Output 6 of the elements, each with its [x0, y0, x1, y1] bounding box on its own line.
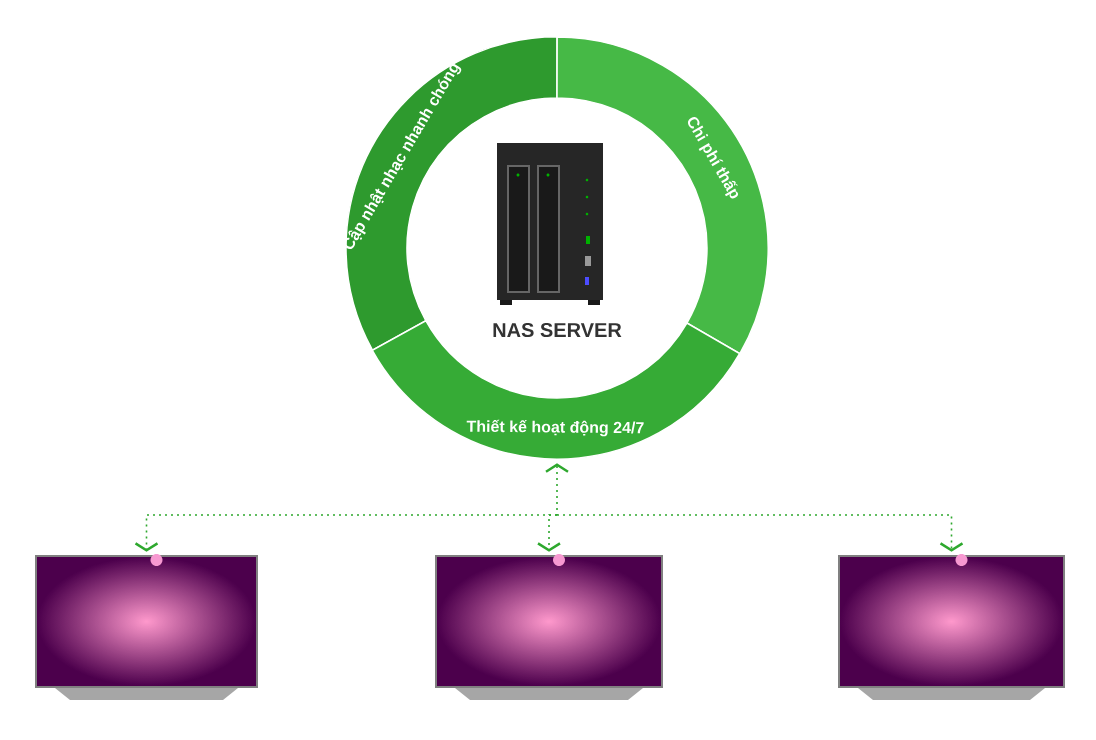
connector-arrow: [537, 514, 561, 552]
tv-drawing: [35, 554, 258, 700]
segment-label: Thiết kế hoạt động 24/7: [466, 419, 644, 437]
tv-drawing: [838, 554, 1065, 700]
connector-arrow: [556, 514, 964, 552]
tv-drawing: [435, 554, 663, 700]
